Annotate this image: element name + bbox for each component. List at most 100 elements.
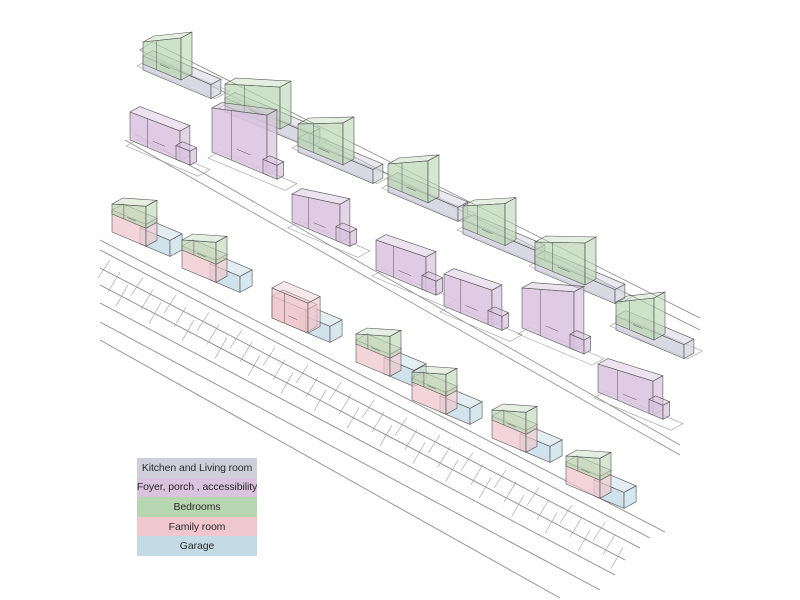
ground-line	[404, 429, 418, 450]
box-top-face	[569, 330, 592, 341]
legend-label: Kitchen and Living room	[141, 461, 253, 474]
legend-item-garage: Garage	[137, 536, 257, 556]
ground-line	[99, 249, 651, 539]
street-grid-lines	[97, 41, 701, 599]
ground-line	[361, 399, 375, 419]
bedroom-volume	[387, 154, 440, 204]
ground-line	[493, 469, 507, 489]
porch-volume	[487, 306, 510, 331]
volume-roof-face	[211, 102, 278, 116]
interior-line	[318, 147, 330, 153]
volume-roof-face	[462, 197, 517, 207]
volume-front-face	[211, 107, 268, 176]
ground-line	[478, 477, 492, 499]
ground-line	[338, 394, 352, 415]
interior-line	[288, 315, 298, 320]
ground-line	[247, 354, 261, 377]
interior-line	[545, 325, 559, 332]
volume-side-face	[653, 291, 666, 341]
ground-line	[163, 294, 177, 314]
volume-side-face	[279, 80, 292, 130]
ground-line	[97, 259, 111, 279]
porch-volume	[421, 271, 444, 296]
ground-line	[412, 442, 426, 464]
interior-line	[481, 229, 493, 234]
ground-line	[313, 389, 327, 412]
ground-line	[196, 312, 210, 331]
interior-line	[581, 469, 590, 474]
bedroom-volume	[410, 365, 459, 397]
volume-side-face	[504, 197, 517, 247]
ground-line	[148, 302, 162, 324]
legend-item-bedrooms: Bedrooms	[137, 497, 257, 517]
ground-line	[99, 321, 601, 591]
volume-roof-face	[410, 365, 459, 375]
box-top-face	[262, 155, 285, 166]
bedroom-volume	[564, 449, 613, 481]
ground-line	[214, 337, 228, 359]
interior-line	[313, 222, 326, 228]
volume-roof-face	[443, 268, 503, 291]
foyer-volume	[597, 358, 664, 416]
bedroom-volume	[297, 116, 355, 166]
ground-line	[262, 347, 276, 366]
ground-line	[272, 359, 286, 380]
interior-line	[465, 305, 478, 311]
volume-side-face	[584, 236, 597, 286]
ground-line	[592, 522, 606, 541]
ground-line	[328, 382, 342, 401]
interior-line	[197, 253, 206, 258]
ground-line	[206, 324, 220, 345]
bedroom-volume	[110, 197, 159, 229]
interior-line	[507, 423, 516, 428]
bedroom-volume	[490, 403, 539, 435]
ground-line	[559, 504, 573, 524]
volume-roof-face	[142, 31, 193, 43]
volume-roof-face	[564, 449, 613, 459]
bedroom-volume	[533, 235, 598, 286]
foyer-volume	[443, 268, 503, 327]
volume-roof-face	[297, 116, 355, 125]
ground-line	[445, 459, 459, 482]
ground-line	[544, 512, 558, 534]
interior-line	[398, 270, 412, 276]
volume-roof-face	[387, 154, 440, 165]
bedroom-volume	[142, 31, 193, 81]
ground-line	[130, 277, 144, 296]
ground-line	[511, 494, 525, 517]
ground-line	[99, 267, 641, 549]
legend-label: Foyer, porch , accessibility	[136, 481, 258, 494]
volume-side-face	[180, 31, 193, 81]
volume-side-face	[427, 154, 440, 204]
porch-volume	[569, 330, 592, 355]
legend-item-foyer: Foyer, porch , accessibility	[136, 477, 258, 498]
interior-line	[371, 347, 380, 352]
bedroom-volume	[615, 291, 666, 341]
ground-line	[124, 139, 681, 456]
interior-line	[427, 385, 436, 390]
box-top-face	[648, 395, 671, 406]
volume-roof-face	[615, 291, 666, 303]
ground-line	[229, 329, 243, 349]
legend-label: Family room	[168, 520, 226, 533]
bedroom-volume	[462, 197, 517, 247]
interior-line	[160, 64, 170, 69]
volume-roof-face	[110, 197, 159, 207]
interior-line	[236, 148, 251, 156]
box-top-face	[421, 271, 444, 282]
legend-item-family-room: Family room	[137, 516, 257, 537]
interior-line	[127, 217, 136, 222]
family-room-volume	[271, 281, 321, 334]
porch-volume	[648, 395, 671, 420]
volume-roof-face	[180, 233, 229, 243]
ground-line	[437, 446, 451, 468]
ground-line	[536, 499, 550, 520]
ground-line	[134, 133, 681, 446]
volume-front-face	[521, 287, 575, 351]
volume-roof-face	[129, 106, 191, 132]
ground-line	[379, 424, 393, 447]
volume-roof-face	[490, 403, 539, 413]
volume-roof-face	[223, 77, 293, 88]
box-top-face	[175, 141, 198, 152]
ground-line	[181, 319, 195, 342]
